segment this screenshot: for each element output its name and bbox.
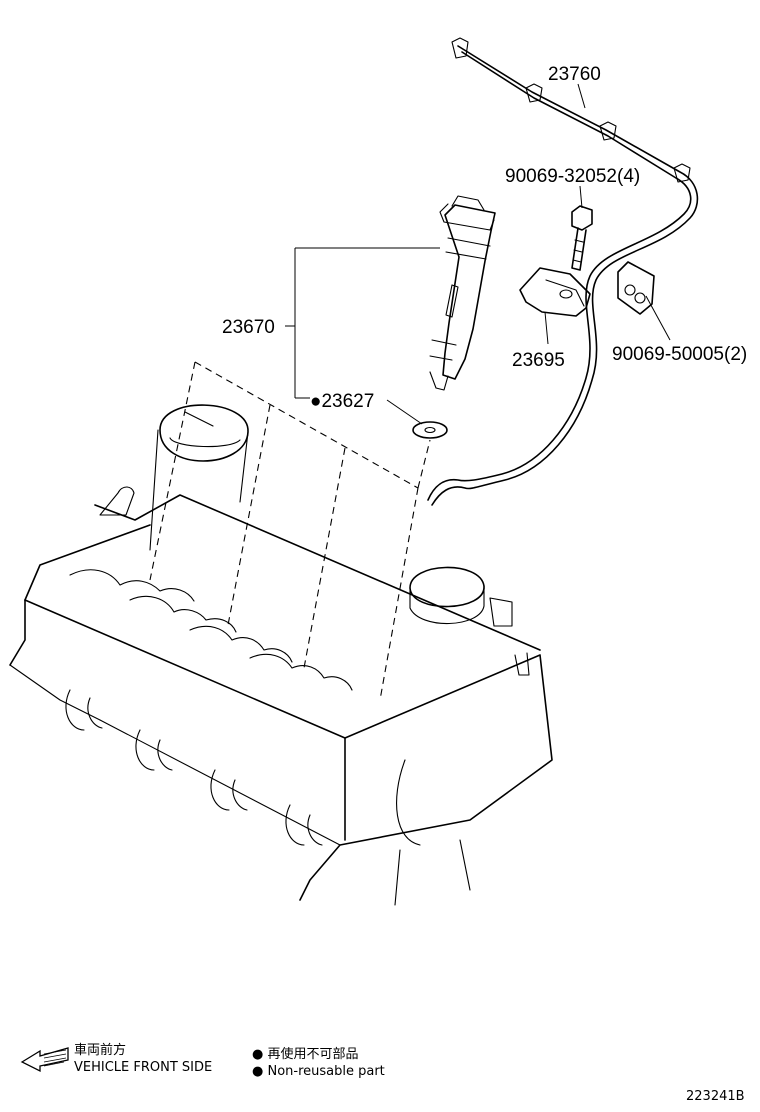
injector-washer — [412, 421, 448, 439]
label-part-90069-50005: 90069-50005(2) — [612, 344, 747, 365]
label-part-23670: 23670 — [222, 317, 275, 338]
legend-direction-jp: 車両前方 — [74, 1042, 126, 1058]
vehicle-front-legend: 車両前方 VEHICLE FRONT SIDE — [20, 1042, 212, 1075]
seal-bracket — [617, 261, 655, 315]
nonreusable-legend: ● 再使用不可部品 ● Non-reusable part — [252, 1046, 385, 1079]
legend-direction-en: VEHICLE FRONT SIDE — [74, 1060, 212, 1075]
label-part-23627: ●23627 — [310, 391, 374, 412]
label-part-90069-32052: 90069-32052(4) — [505, 166, 640, 187]
injector-clamp — [519, 267, 591, 317]
label-part-23695: 23695 — [512, 350, 565, 371]
engine-head — [9, 404, 553, 906]
mounting-guide-lines — [149, 361, 431, 701]
injector — [429, 195, 496, 391]
figure-code: 223241B — [686, 1089, 745, 1104]
leader-lines — [285, 83, 671, 425]
legend-nonreusable-jp: ● 再使用不可部品 — [252, 1046, 358, 1062]
clamp-bolt — [571, 205, 593, 271]
fuel-return-hose — [427, 37, 699, 506]
label-part-23760: 23760 — [548, 64, 601, 85]
legend-nonreusable-en: ● Non-reusable part — [252, 1064, 385, 1079]
front-direction-arrow-icon — [20, 1047, 69, 1073]
